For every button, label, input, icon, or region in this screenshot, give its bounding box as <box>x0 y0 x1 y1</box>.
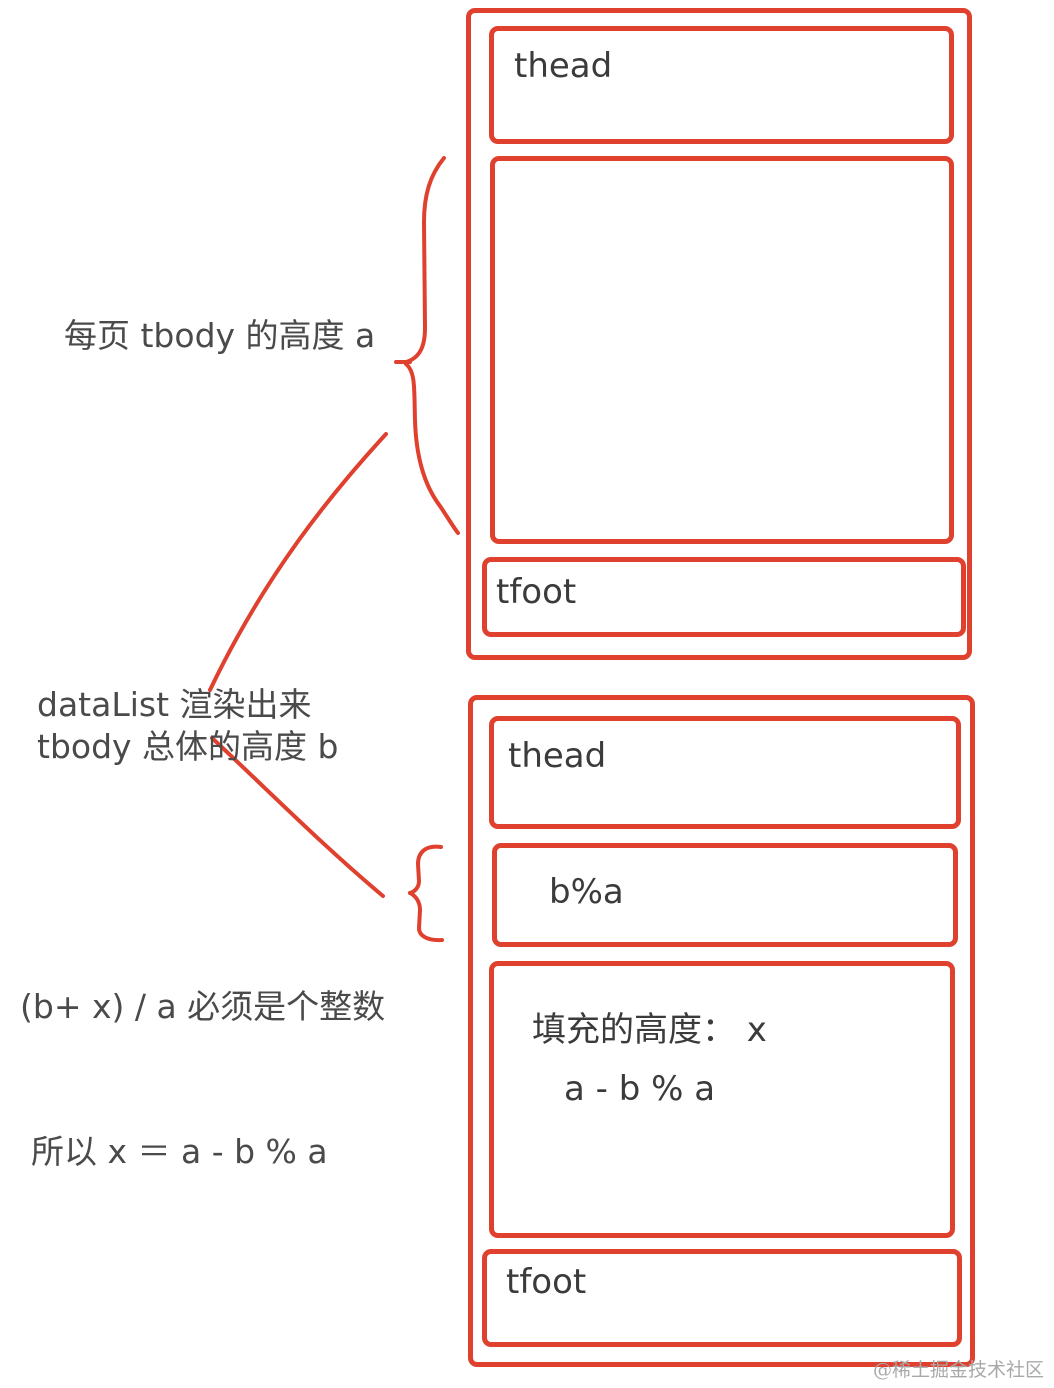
datalist-label-line2: tbody 总体的高度 b <box>37 727 339 766</box>
table1-tfoot-box <box>482 557 966 637</box>
conclusion-label: 所以 x ＝ a - b % a <box>31 1132 328 1171</box>
table2-remainder-label: b%a <box>549 872 624 912</box>
table2-remainder-box <box>492 843 958 947</box>
table2-fill-box <box>489 961 955 1238</box>
table1-thead-label: thead <box>514 46 613 86</box>
table1-outline <box>466 8 972 660</box>
remainder-brace <box>408 844 444 943</box>
table2-fill-label-line2: a - b % a <box>564 1069 716 1109</box>
table2-thead-box <box>489 716 961 829</box>
table1-tfoot-label: tfoot <box>496 572 577 612</box>
table2-thead-label: thead <box>508 736 607 776</box>
tbody-height-brace <box>394 156 460 535</box>
table1-tbody-box <box>490 156 954 544</box>
table1-thead-box <box>489 26 954 144</box>
datalist-label-line1: dataList 渲染出来 <box>37 685 312 724</box>
tbody-height-a-label: 每页 tbody 的高度 a <box>64 316 376 355</box>
table2-tfoot-label: tfoot <box>506 1262 587 1302</box>
constraint-label: (b+ x) / a 必须是个整数 <box>20 987 386 1026</box>
datalist-connector-lower <box>210 736 385 898</box>
datalist-connector-upper <box>208 432 388 692</box>
table2-tfoot-box <box>482 1249 962 1347</box>
table2-fill-label-line1: 填充的高度： x <box>532 1010 767 1050</box>
table2-outline <box>468 695 975 1367</box>
watermark: @稀土掘金技术社区 <box>872 1359 1044 1381</box>
